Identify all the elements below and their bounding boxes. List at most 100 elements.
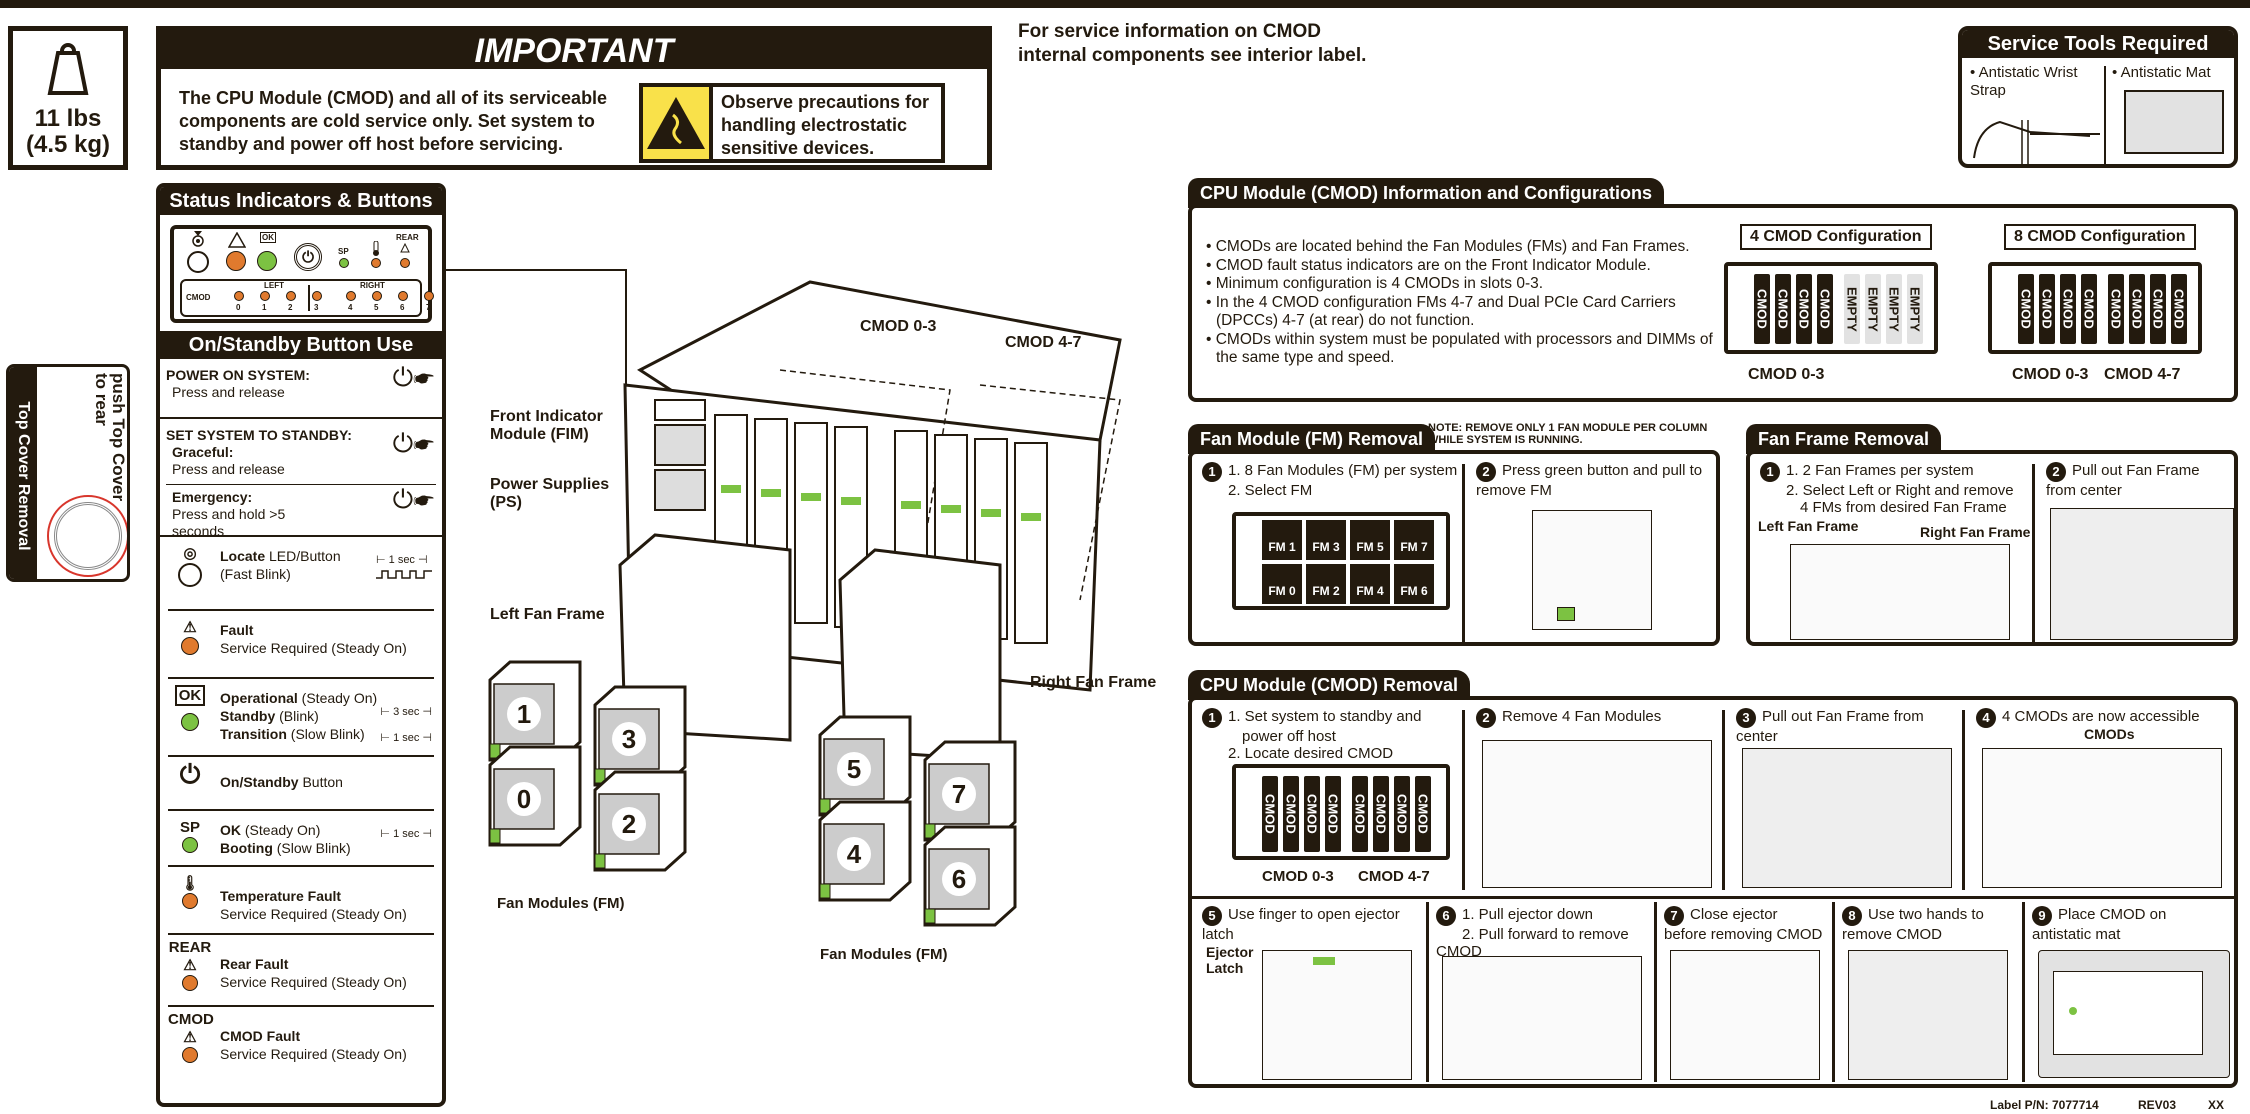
cmod-ejector-latch [801,493,821,501]
top-cover-release-button[interactable] [47,495,127,577]
locate-led-button[interactable] [187,251,209,273]
cmod-ejector-latch [901,501,921,509]
legend-on-standby: ⏻ On/Standby Button [168,755,434,809]
frame-left-label: Left Fan Frame [1758,518,1859,534]
cmods-label: CMODs [2084,726,2135,742]
label-cmod-0-3: CMOD 0-3 [860,318,937,335]
empty-slot: EMPTY [1907,274,1923,344]
cmod-slot: CMOD [1352,776,1368,852]
fault-icon [228,232,246,248]
label-part-number: Label P/N: 7077714 [1990,1098,2099,1112]
fan-frame-pull-illustration [2050,508,2234,640]
graceful-desc: Press and release [172,461,285,477]
cmod-slot: CMOD [1304,776,1320,852]
press-hold-button-icon: ⏻☛ [392,484,434,514]
fan-module-fm1: FM 1 [1262,520,1302,560]
legend-sp: SP OK (Steady On) Booting (Slow Blink) ⊢… [168,809,434,865]
fan-module-number: 2 [622,809,636,839]
empty-slot: EMPTY [1865,274,1881,344]
important-title: IMPORTANT [161,31,987,70]
top-cover-title: Top Cover Removal [15,401,32,551]
fan-module-number: 1 [517,699,531,729]
cmod-slot-number: 6 [400,303,405,312]
status-title: Status Indicators & Buttons [160,187,442,215]
cmod-slot: CMOD [1796,274,1812,344]
cmod-slot: CMOD [1775,274,1791,344]
fan-module-3: 3 [593,685,687,787]
tool-wrist-strap-label: Antistatic Wrist Strap [1970,64,2078,99]
fan-module-6: 6 [923,825,1017,927]
service-tools-panel: Service Tools Required • Antistatic Wris… [1958,26,2238,168]
cmod-slot: CMOD [1325,776,1341,852]
fan-module-number: 0 [517,784,531,814]
cmod-fault-led-1 [260,291,270,301]
label-fan-modules-left: Fan Modules (FM) [497,895,625,912]
fan-module-fm4: FM 4 [1350,564,1390,604]
standby-row: SET SYSTEM TO STANDBY: Graceful: Press a… [160,417,442,539]
cmod-ejector-latch [761,489,781,497]
power-standby-button[interactable]: ⏻ [294,243,322,271]
emergency-desc: Press and hold >5 seconds [172,506,286,539]
fan-module-fm6: FM 6 [1394,564,1434,604]
fan-frame-removal-title: Fan Frame Removal [1746,424,1942,454]
weight-kg: (4.5 kg) [25,131,111,158]
cmod-slot-number: 1 [262,303,267,312]
cmod-fault-led-3 [312,291,322,301]
tools-divider [2104,66,2106,164]
cmod-ejector-latch [941,505,961,513]
divider [1426,902,1429,1082]
fan-module-number: 6 [952,864,966,894]
locate-icon: ◎ [168,545,212,592]
fm-removal-title: Fan Module (FM) Removal [1188,424,1436,454]
tool-wrist-strap: • Antistatic Wrist Strap [1970,64,2078,99]
emergency-title: Emergency: [172,489,253,505]
power-supply-1 [654,424,706,466]
config-8-caption-1: CMOD 0-3 [2012,366,2089,383]
legend-ok: OK Operational (Steady On) Standby (Blin… [168,677,434,755]
power-supply-2 [654,469,706,511]
cmod-slot: CMOD [1262,776,1278,852]
power-icon: ⏻ [179,759,201,789]
legend-fault: ⚠ Fault Service Required (Steady On) [168,609,434,677]
label-xx: XX [2208,1098,2225,1112]
legend-temperature: 🌡 Temperature Fault Service Required (St… [168,865,434,933]
cmod-slot: CMOD [2171,274,2187,344]
cmod-ejector-latch [841,497,861,505]
label-right-fan-frame: Right Fan Frame [1030,674,1157,691]
indicator-legend: ◎ Locate LED/Button (Fast Blink) ⊢ 1 sec… [160,535,442,1077]
temperature-icon [373,241,379,256]
fan-module-4: 4 [818,800,912,902]
top-cover-removal-tab: Top Cover Removal Press button and push … [6,364,130,582]
status-indicators-panel: Status Indicators & Buttons OK ⏻ SP REAR… [156,183,446,1107]
important-body: The CPU Module (CMOD) and all of its ser… [179,88,608,154]
label-fim: Front Indicator Module (FIM) [490,408,603,443]
cmod-info-bullet: • CMOD fault status indicators are on th… [1206,256,1651,274]
label-revision: REV03 [2138,1098,2177,1112]
divider [1832,902,1835,1082]
remove-fans-illustration [1482,740,1712,888]
chassis-cmod-slot [1014,442,1048,644]
cmod-slot-number: 7 [426,303,431,312]
fan-module-fm5: FM 5 [1350,520,1390,560]
sp-icon: SP [168,819,212,858]
fan-module-fm7: FM 7 [1394,520,1434,560]
cmod-ejector-latch [1021,513,1041,521]
left-label: LEFT [264,281,284,290]
divider [1654,902,1657,1082]
rear-fault-icon [400,243,410,253]
cmod-removal-title: CPU Module (CMOD) Removal [1188,670,1471,700]
sp-led [339,258,349,268]
cmod-slot: CMOD [2081,274,2097,344]
cmod-label: CMOD [186,293,211,302]
cmod-fault-led-6 [398,291,408,301]
label-power-supplies: Power Supplies (PS) [490,476,610,511]
fim-callout-line [446,269,627,416]
